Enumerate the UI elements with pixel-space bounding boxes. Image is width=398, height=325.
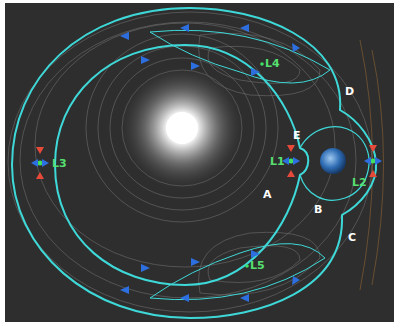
lagrange-point-label: L3 xyxy=(52,158,67,169)
point-label: A xyxy=(263,189,272,200)
point-label: E xyxy=(293,130,301,141)
lagrange-point-label: L5 xyxy=(250,260,265,271)
point-label: B xyxy=(314,204,322,215)
lagrange-point-label: L1 xyxy=(270,156,285,167)
lagrange-point-label: L2 xyxy=(352,177,367,188)
point-label: C xyxy=(348,232,356,243)
point-label: D xyxy=(345,86,354,97)
lagrange-point-label: L4 xyxy=(265,58,280,69)
